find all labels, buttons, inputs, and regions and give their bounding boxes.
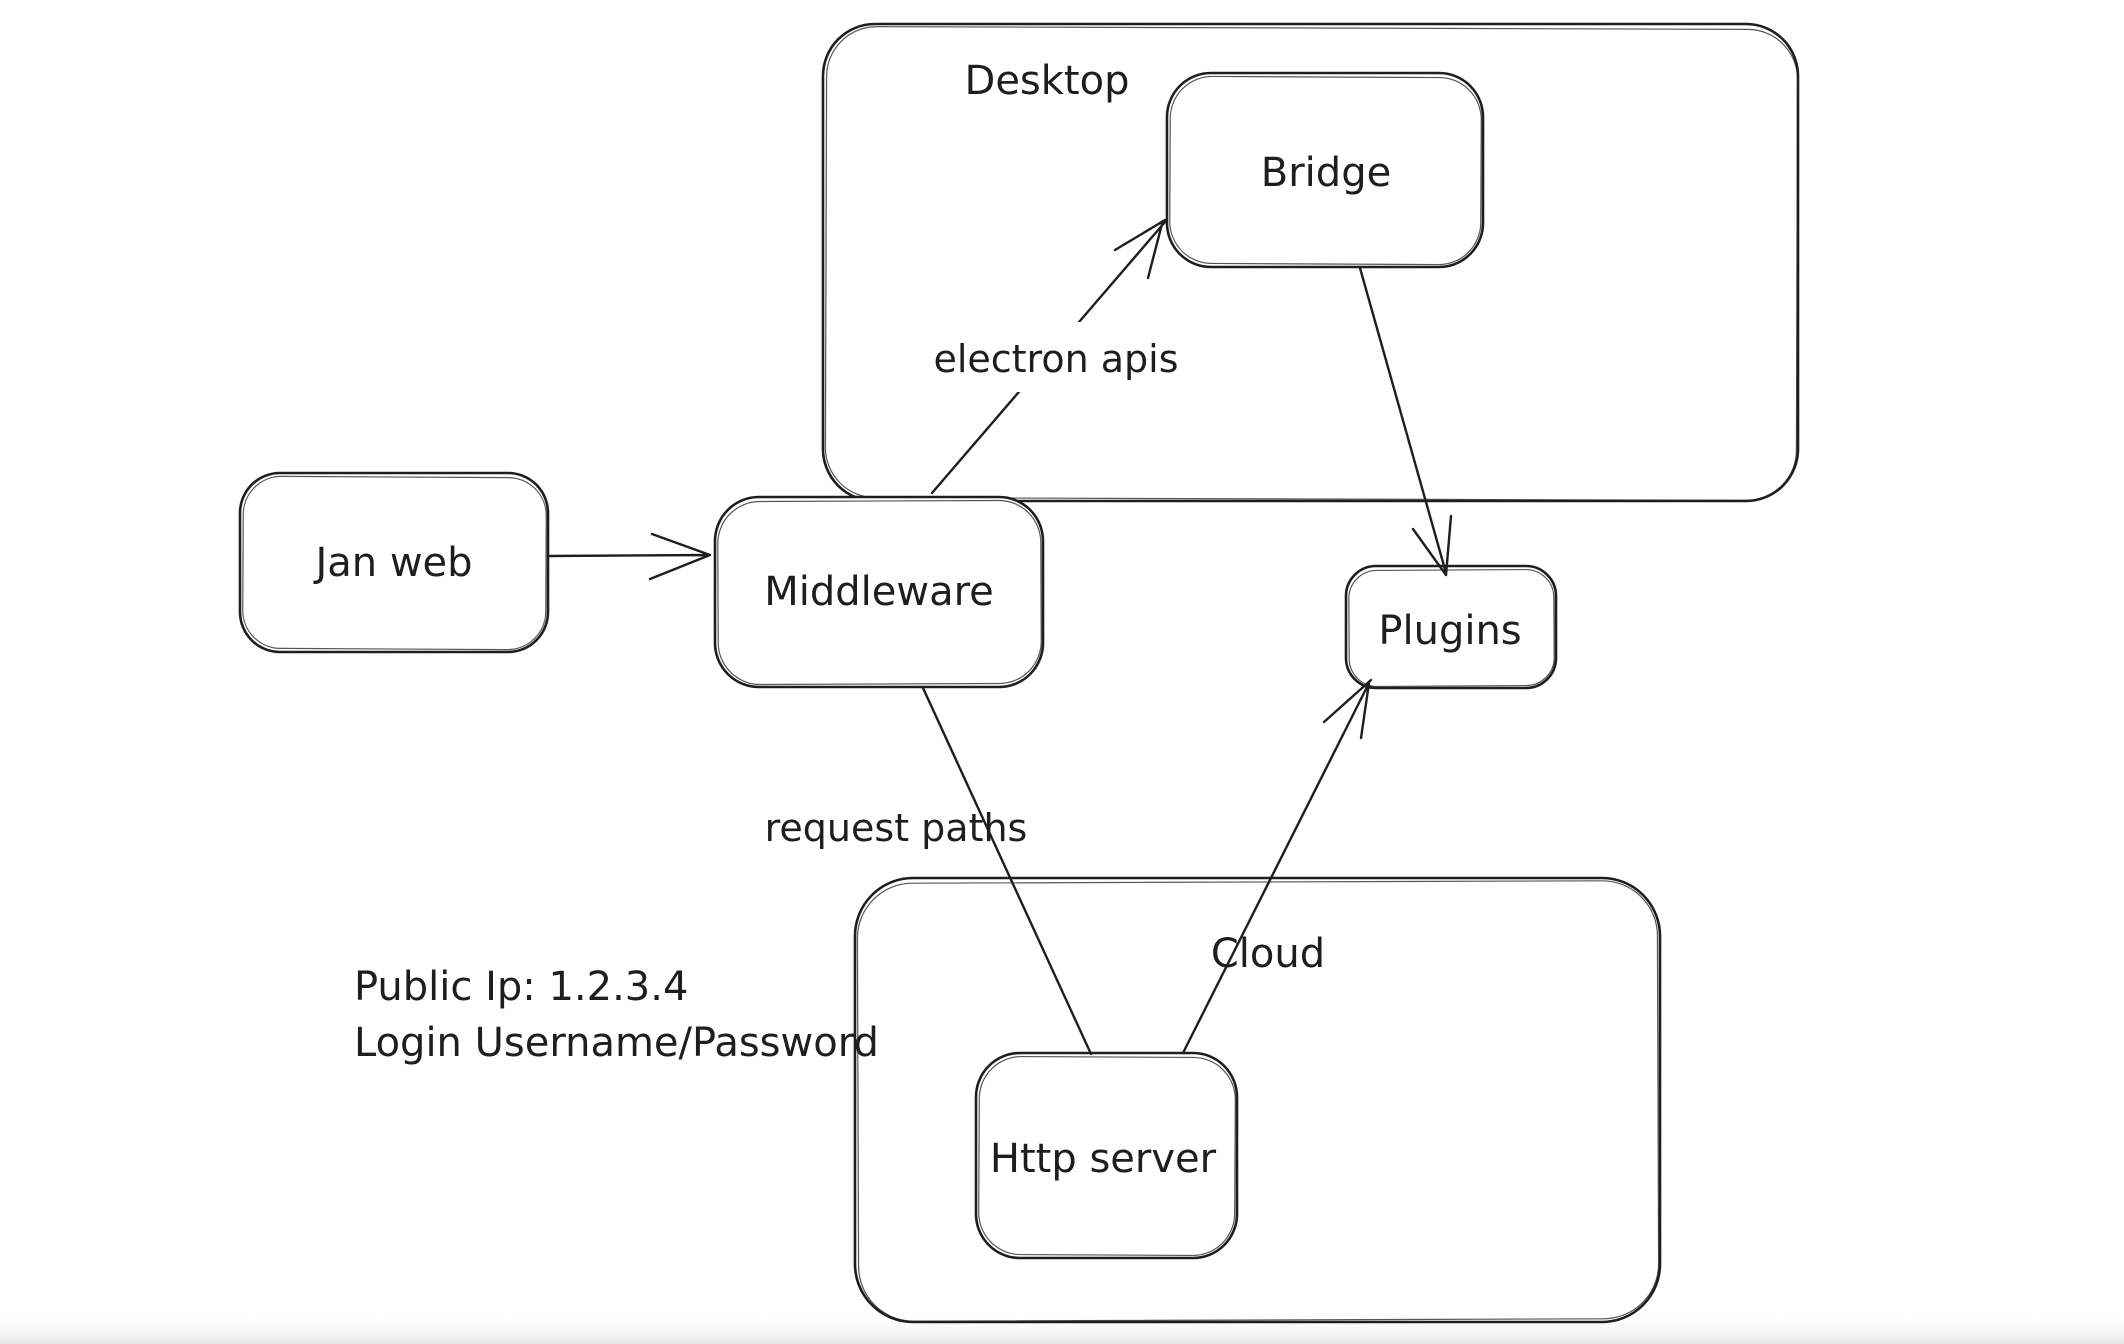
jan-web-node-sketch-overlay [242, 475, 547, 651]
public-ip-annotation-line2: Login Username/Password [354, 1020, 879, 1066]
cloud-container-sketch-overlay [856, 880, 1660, 1322]
bridge-label: Bridge [1261, 150, 1391, 196]
public-ip-annotation-line1: Public Ip: 1.2.3.4 [354, 964, 688, 1010]
jan-web-node[interactable] [238, 471, 550, 654]
electron-apis-label-background [918, 322, 1196, 392]
desktop-container-sketch-overlay [824, 26, 1799, 501]
request-paths-edge-label: request paths [765, 806, 1028, 850]
cloud-label: Cloud [1211, 931, 1325, 977]
plugins-label: Plugins [1378, 608, 1521, 654]
http-server-node-sketch-overlay [978, 1055, 1236, 1257]
plugins-node-sketch-overlay [1348, 568, 1555, 688]
arrow-http-server-to-plugins[interactable] [1181, 678, 1373, 1055]
http-server-label: Http server [990, 1136, 1217, 1182]
line-middleware-to-http-server[interactable] [921, 686, 1093, 1056]
bridge-node[interactable] [1165, 71, 1485, 269]
arrow-bridge-to-plugins[interactable] [1358, 266, 1453, 577]
jan-web-label: Jan web [312, 540, 472, 586]
http-server-node[interactable] [974, 1051, 1239, 1260]
bridge-node-sketch-overlay [1169, 75, 1482, 266]
electron-apis-edge-label: electron apis [933, 337, 1178, 381]
middleware-node[interactable] [713, 495, 1045, 689]
plugins-node[interactable] [1344, 564, 1558, 690]
arrow-jan-web-to-middleware[interactable] [546, 532, 712, 581]
middleware-label: Middleware [764, 569, 994, 615]
desktop-label: Desktop [965, 58, 1130, 104]
middleware-node-sketch-overlay [717, 499, 1042, 686]
